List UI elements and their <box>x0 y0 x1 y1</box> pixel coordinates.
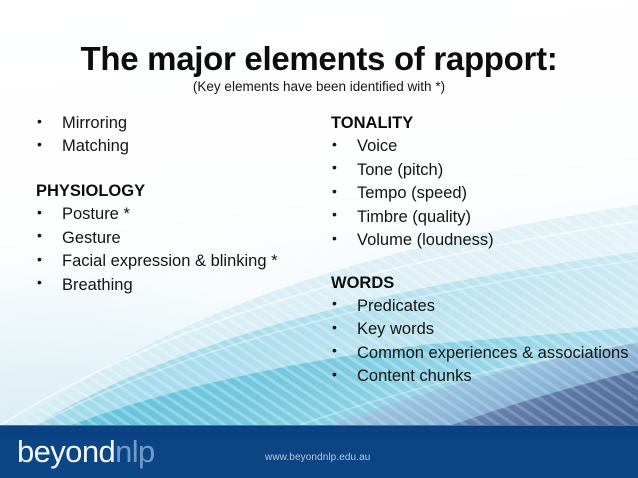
page-subtitle: (Key elements have been identified with … <box>192 79 446 94</box>
list-item: Gesture <box>30 226 330 250</box>
left-column: Mirroring Matching PHYSIOLOGY Posture * … <box>30 111 330 297</box>
list-item: Predicates <box>325 294 630 318</box>
right-column: TONALITY Voice Tone (pitch) Tempo (speed… <box>325 112 630 389</box>
footer-bar <box>0 425 638 478</box>
list-item-label: Key words <box>357 320 435 339</box>
list-item-label: Content chunks <box>357 367 472 386</box>
list-item-label: Mirroring <box>62 114 128 132</box>
footer-website-url: www.beyondnlp.edu.au <box>265 452 371 463</box>
list-item-label: Timbre (quality) <box>357 207 471 226</box>
list-item: Mirroring <box>30 111 330 135</box>
footer-top-hairline <box>0 425 638 426</box>
list-item-label: Posture * <box>62 205 130 224</box>
intro-bullet-list: Mirroring Matching <box>30 111 330 159</box>
brand-logo: beyondnlp <box>17 436 155 467</box>
list-item: Facial expression & blinking * <box>30 250 330 273</box>
column-spacer <box>325 253 630 272</box>
physiology-bullet-list: Posture * Gesture Facial expression & bl… <box>30 203 330 297</box>
list-item: Content chunks <box>325 365 630 388</box>
words-bullet-list: Predicates Key words Common experiences … <box>325 294 630 389</box>
list-item-label: Volume (loudness) <box>357 231 494 250</box>
tonality-bullet-list: Voice Tone (pitch) Tempo (speed) Timbre … <box>325 135 630 252</box>
list-item: Voice <box>325 135 630 158</box>
list-item: Volume (loudness) <box>325 229 630 252</box>
list-item-label: Predicates <box>357 296 435 315</box>
list-item: Posture * <box>30 203 330 226</box>
list-item-label: Matching <box>62 137 129 156</box>
list-item: Tone (pitch) <box>325 158 630 182</box>
section-heading-physiology: PHYSIOLOGY <box>36 181 146 200</box>
list-item: Key words <box>325 318 630 341</box>
list-item-label: Tone (pitch) <box>357 160 444 179</box>
list-item-label: Tempo (speed) <box>357 184 468 203</box>
list-item: Tempo (speed) <box>325 182 630 205</box>
section-heading-tonality: TONALITY <box>331 114 414 132</box>
section-heading-words: WORDS <box>331 273 395 292</box>
list-item: Matching <box>30 135 330 158</box>
list-item-label: Common experiences & associations <box>357 343 629 362</box>
list-item-label: Gesture <box>62 228 121 247</box>
list-item-label: Breathing <box>62 275 133 294</box>
page-title: The major elements of rapport: <box>80 40 558 77</box>
column-spacer <box>30 159 330 180</box>
list-item: Timbre (quality) <box>325 205 630 229</box>
list-item: Common experiences & associations <box>325 341 630 365</box>
brand-logo-accent: nlp <box>115 434 155 469</box>
list-item: Breathing <box>30 273 330 297</box>
list-item-label: Voice <box>357 137 398 156</box>
brand-logo-primary: beyond <box>17 434 116 469</box>
list-item-label: Facial expression & blinking * <box>62 252 278 271</box>
